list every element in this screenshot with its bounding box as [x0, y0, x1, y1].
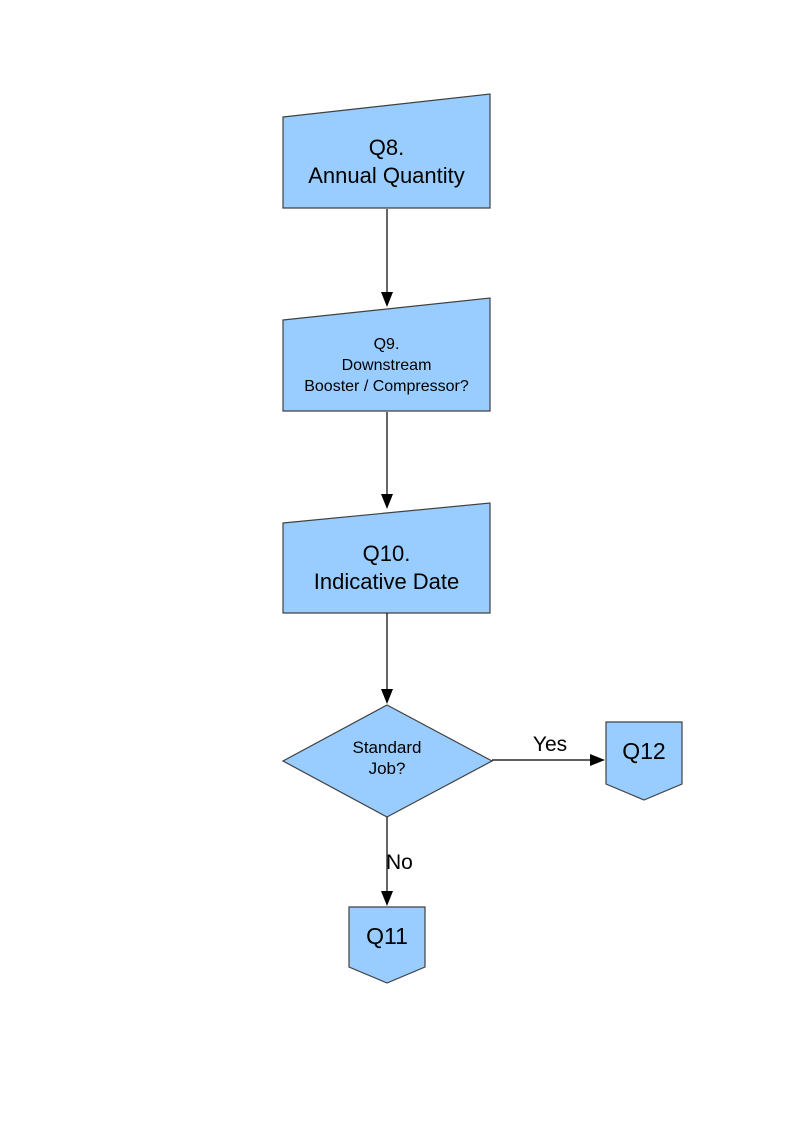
arrowhead-q10-to-decision-icon — [381, 689, 393, 704]
node-decision-label: Standard Job? — [287, 737, 487, 779]
node-q9-line3: Booster / Compressor? — [304, 378, 469, 395]
edge-no-label: No — [386, 851, 413, 874]
node-q10-shape — [282, 502, 491, 614]
node-q10-label: Q10. Indicative Date — [283, 540, 490, 596]
arrowhead-q9-to-q10-icon — [381, 494, 393, 509]
node-q10-line1: Q10. — [362, 541, 411, 566]
node-q8-line1: Q8. — [368, 135, 405, 160]
node-q10-line2: Indicative Date — [313, 569, 460, 594]
arrowhead-q8-to-q9-icon — [381, 292, 393, 307]
node-decision-line2: Job? — [368, 759, 406, 778]
node-q12-label: Q12 — [622, 738, 666, 764]
node-decision-line1: Standard — [352, 738, 422, 757]
node-q9-line1: Q9. — [373, 336, 400, 353]
edge-yes-label: Yes — [532, 733, 568, 756]
node-q9-line2: Downstream — [341, 357, 432, 374]
node-q8-label: Q8. Annual Quantity — [283, 134, 490, 190]
arrowhead-decision-to-q11-icon — [381, 891, 393, 906]
node-q8-line2: Annual Quantity — [308, 163, 465, 188]
node-q9-shape — [282, 297, 491, 412]
node-q11-shape — [348, 906, 426, 984]
node-q8-shape — [282, 93, 491, 209]
arrowhead-decision-to-q12-icon — [590, 754, 605, 766]
node-q11-label: Q11 — [366, 923, 408, 949]
node-q9-label: Q9. Downstream Booster / Compressor? — [283, 334, 490, 397]
node-q12-shape — [605, 721, 683, 801]
